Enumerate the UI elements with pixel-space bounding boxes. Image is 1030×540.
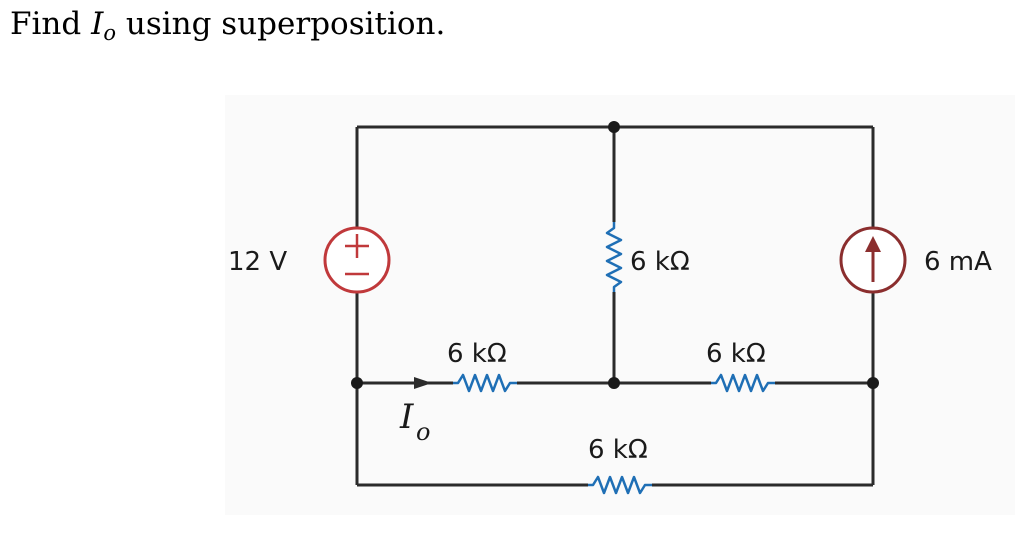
current-label-sub: o [416, 418, 430, 446]
current-source-icon [839, 226, 907, 294]
resistor-bottom-icon [588, 475, 652, 495]
node-top-middle [608, 121, 620, 133]
current-arrow-icon [414, 377, 432, 389]
problem-statement: Find Io using superposition. [10, 6, 445, 45]
resistor-middle-vertical-icon [605, 222, 623, 292]
question-subscript: o [103, 21, 116, 45]
resistor-middle-vertical-label: 6 kΩ [630, 247, 690, 277]
resistor-right-horizontal-label: 6 kΩ [706, 339, 766, 369]
node-left [351, 377, 363, 389]
question-suffix: using superposition. [125, 6, 446, 42]
question-variable: I [91, 6, 104, 42]
resistor-left-horizontal-label: 6 kΩ [447, 339, 507, 369]
node-center [608, 377, 620, 389]
resistor-right-horizontal-icon [711, 373, 775, 393]
node-right [867, 377, 879, 389]
voltage-source-icon [323, 226, 391, 294]
resistor-bottom-label: 6 kΩ [588, 435, 648, 465]
resistor-left-horizontal-icon [453, 373, 517, 393]
nodes [351, 121, 879, 389]
question-prefix: Find [10, 6, 82, 42]
voltage-source-label: 12 V [228, 247, 287, 277]
current-label-var: I [399, 397, 414, 437]
current-source-label: 6 mA [924, 247, 992, 277]
